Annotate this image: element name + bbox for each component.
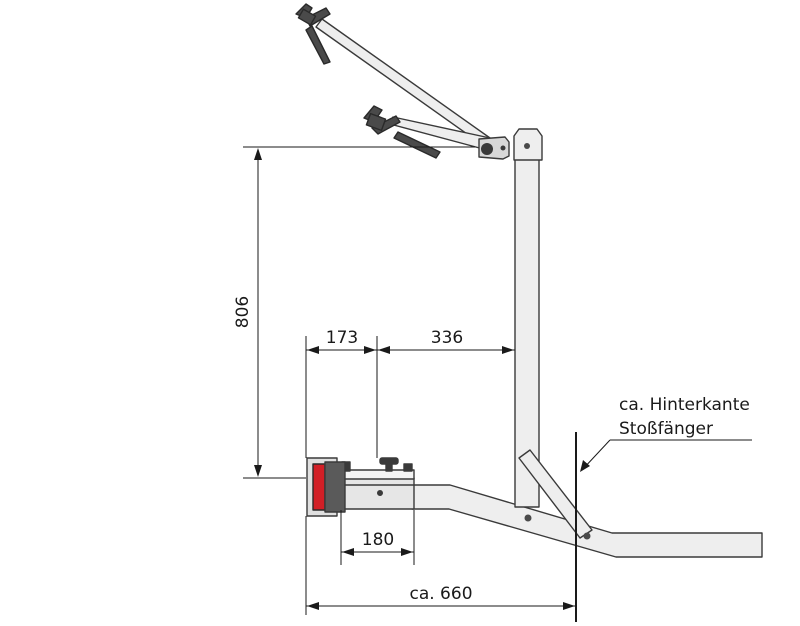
dim-clamp-180: 180 bbox=[362, 530, 394, 550]
dim-total-660: ca. 660 bbox=[409, 584, 472, 604]
carrier-structure bbox=[295, 3, 763, 558]
base-beam bbox=[411, 484, 763, 558]
brace-bolt-2 bbox=[583, 532, 591, 540]
brace-bolt-1 bbox=[524, 514, 532, 522]
hinge-bolt bbox=[500, 145, 506, 151]
vertical-mast bbox=[514, 151, 540, 508]
mast-cap-bolt bbox=[524, 143, 530, 149]
rear-light-red bbox=[312, 463, 326, 511]
annotation-line-2: Stoßfänger bbox=[619, 419, 713, 439]
housing-bolt bbox=[377, 490, 383, 496]
clamp-top-knob bbox=[379, 457, 399, 465]
dim-offset-173: 173 bbox=[326, 328, 358, 348]
annotation-line-1: ca. Hinterkante bbox=[619, 395, 750, 415]
upper-frame-claw bbox=[295, 3, 331, 65]
dim-offset-336: 336 bbox=[431, 328, 463, 348]
plate-bracket-right bbox=[403, 463, 413, 472]
lower-frame-claw bbox=[363, 105, 441, 159]
rear-light-mount bbox=[324, 461, 346, 513]
dimension-arrows bbox=[254, 148, 590, 610]
hinge-knob bbox=[481, 143, 493, 155]
diagonal-brace bbox=[518, 449, 593, 539]
dim-height-806: 806 bbox=[233, 296, 253, 328]
